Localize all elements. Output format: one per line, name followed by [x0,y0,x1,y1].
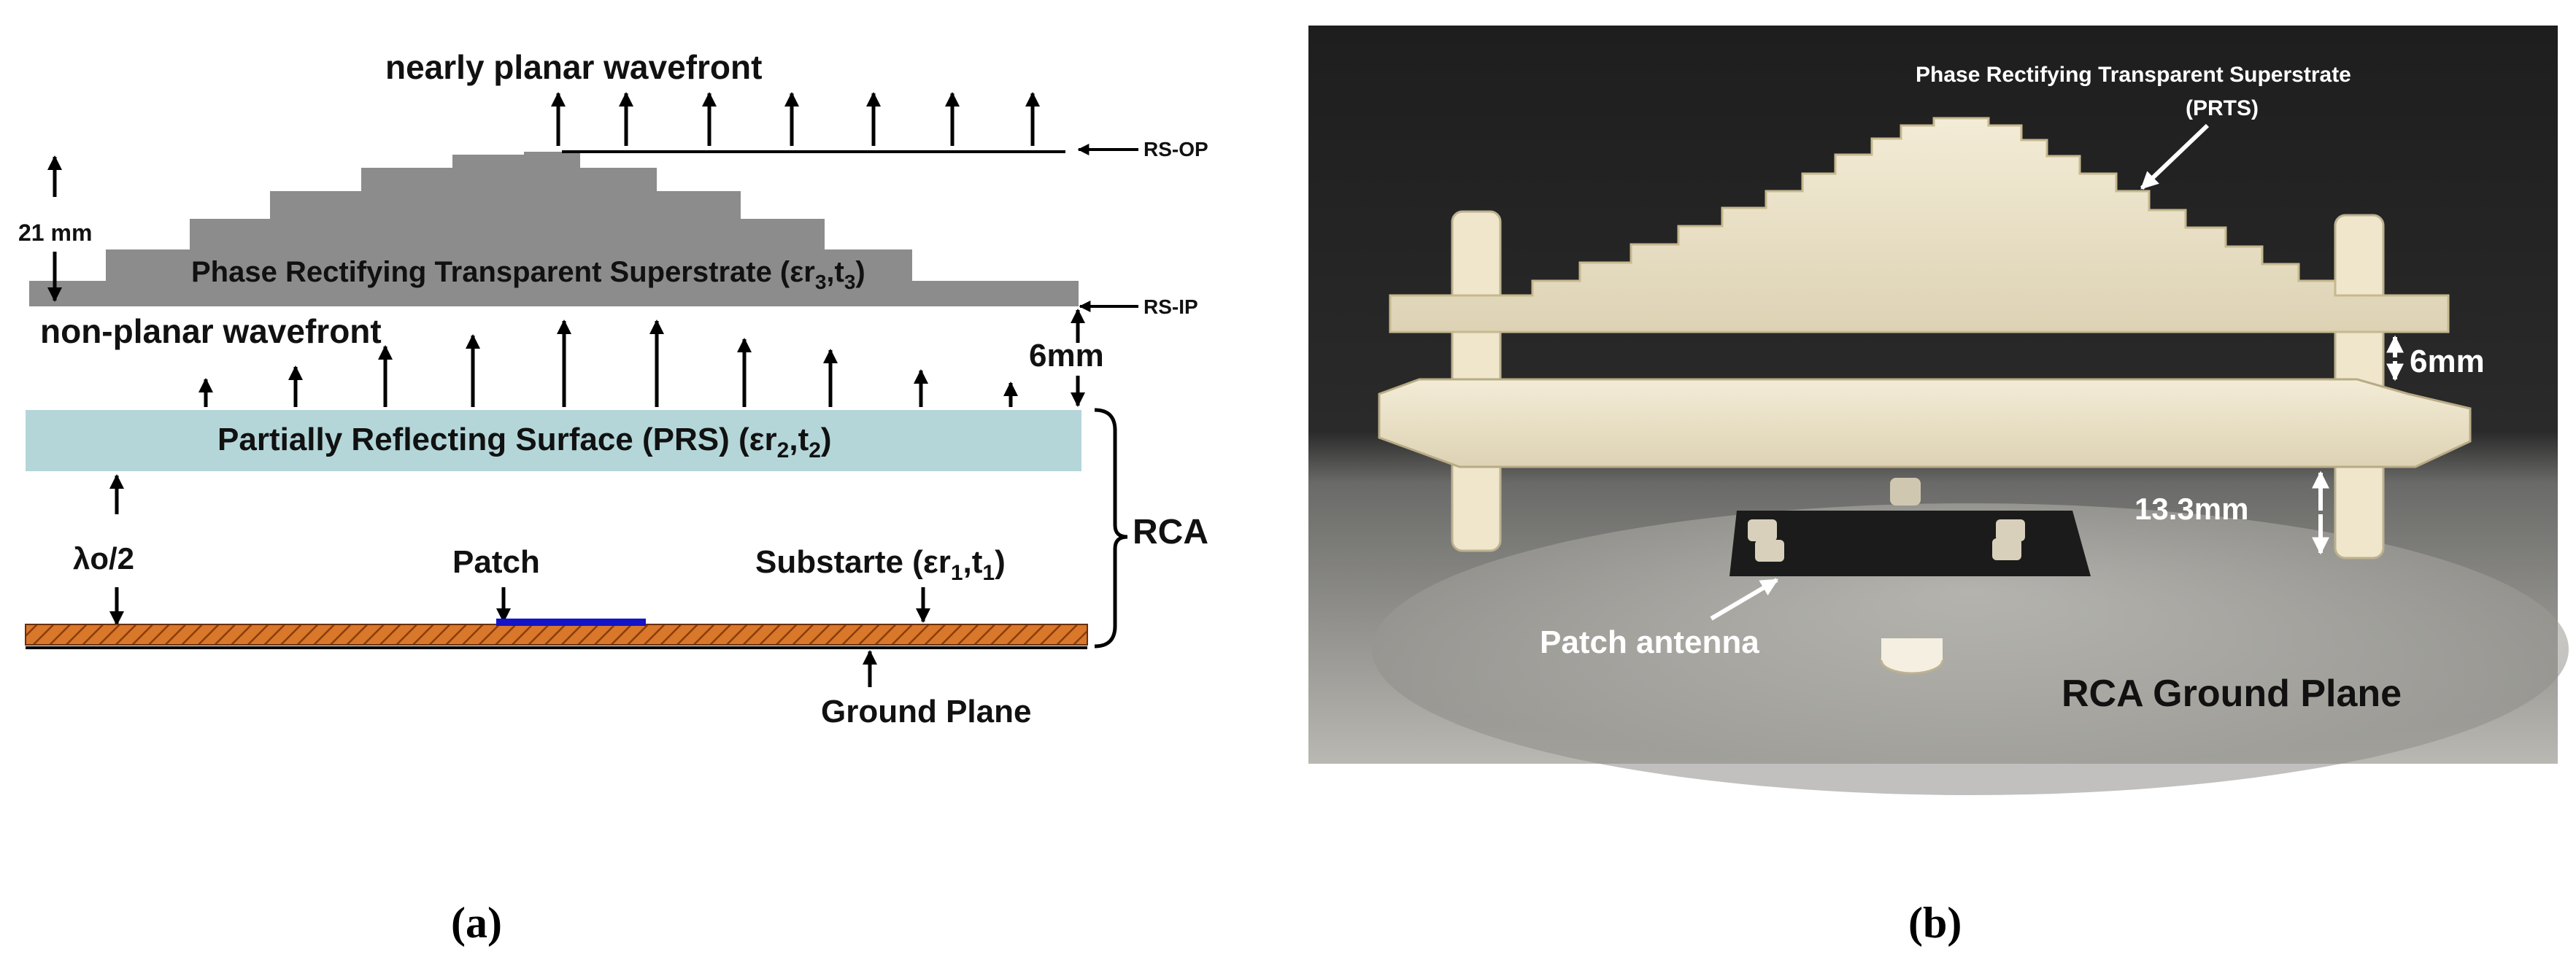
nearly-planar-wavefront-label: nearly planar wavefront [385,48,762,86]
photo-panel: Phase Rectifying Transparent Superstrate… [1308,26,2569,795]
patch-label: Patch [452,544,540,580]
photo-prts-label-line1: Phase Rectifying Transparent Superstrate [1916,63,2351,87]
rca-bracket [1094,408,1128,648]
ground-plane-reflection [1372,503,2569,795]
planar-wavefront-arrows [551,92,1040,146]
photo-ground-plane-label: RCA Ground Plane [2062,673,2402,715]
diagram-panel: Phase Rectifying Transparent Superstrate… [18,48,1208,729]
ground-plane-label: Ground Plane [821,694,1031,729]
substrate-label: Substarte (εr1,t1) [755,544,1006,585]
patch-spacer-4 [1992,538,2021,560]
rca-label: RCA [1133,513,1208,551]
substrate-layer [25,624,1088,646]
prs-layer [26,410,1081,471]
non-planar-wavefront-arrows [198,320,1018,407]
caption-b: (b) [1908,899,1962,947]
photo-prts-label-line2: (PRTS) [2186,96,2259,120]
photo-6mm-label: 6mm [2410,344,2485,379]
lambda-half-label: λo/2 [73,541,134,576]
rs-ip-label: RS-IP [1144,295,1198,318]
photo-patch-antenna-label: Patch antenna [1540,624,1759,660]
prs-plate [1378,378,2472,468]
prs-label: Partially Reflecting Surface (PRS) (εr2,… [217,422,832,462]
rs-op-label: RS-OP [1144,138,1208,160]
prts-superstrate-shape [29,152,1079,306]
patch-spacer-2 [1996,519,2025,541]
patch-element [496,619,646,626]
dim-6mm-label: 6mm [1029,338,1104,373]
patch-spacer-3 [1755,540,1784,562]
center-spacer [1890,478,1921,506]
prts-superstrate-photo [1389,117,2450,333]
prts-label: Phase Rectifying Transparent Superstrate… [191,256,865,293]
patch-spacer-1 [1748,519,1777,541]
dim-21mm-label: 21 mm [18,220,92,246]
photo-patch-antenna-arrow [1710,578,1779,621]
photo-13mm-label: 13.3mm [2135,492,2248,526]
caption-a: (a) [451,899,502,947]
photo-prts-arrow [2140,123,2210,190]
loose-spacer-body [1881,638,1943,660]
non-planar-wavefront-label: non-planar wavefront [40,312,382,350]
